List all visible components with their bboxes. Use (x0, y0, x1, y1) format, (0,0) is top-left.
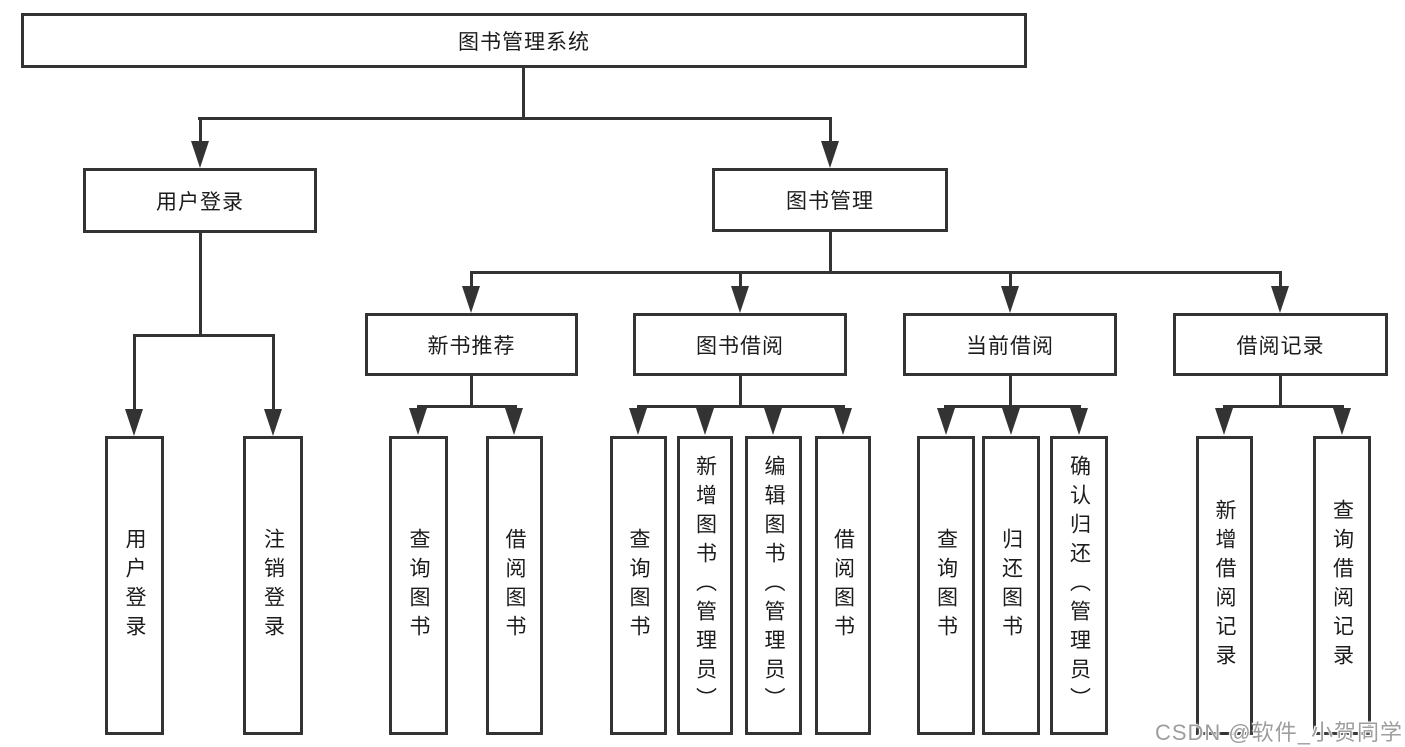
node-user-login-leaf: 用户登录 (105, 436, 164, 735)
arrow-to-user-login (191, 141, 209, 168)
arrow-to-current-borrowing (1001, 286, 1019, 313)
node-label: 用户登录 (123, 527, 146, 644)
node-edit-books-admin: 编辑图书（管理员） (745, 436, 802, 735)
node-label: 查询借阅记录 (1330, 498, 1354, 673)
node-logout: 注销登录 (243, 436, 303, 735)
connector-stub-currentborrow (1009, 271, 1012, 293)
connector-newbook-vline (470, 375, 473, 408)
connector-userlogin-vline (199, 233, 202, 337)
connector-root-hline (198, 117, 832, 120)
arrow-to-new-book-recommend (462, 286, 480, 313)
node-add-books-admin: 新增图书（管理员） (677, 436, 733, 735)
node-book-borrowing: 图书借阅 (633, 313, 847, 376)
arrow-to-borrow-books-1 (505, 408, 523, 435)
connector-borrowrecord-vline (1279, 375, 1282, 408)
connector-borrowrecord-hline (1223, 405, 1344, 408)
connector-bookmgmt-vline (829, 230, 832, 274)
arrow-to-query-books-1 (409, 408, 427, 435)
connector-root-stub-right (829, 117, 832, 147)
node-new-book-recommend: 新书推荐 (365, 313, 578, 376)
connector-root-stub-left (199, 117, 202, 147)
node-query-borrow-record: 查询借阅记录 (1313, 436, 1371, 735)
connector-stub-borrowrecord (1279, 271, 1282, 293)
connector-root-vline (522, 66, 525, 119)
connector-stub-bookborrow (739, 271, 742, 293)
arrow-to-logout (264, 409, 282, 436)
arrow-to-user-login-leaf (125, 409, 143, 436)
connector-currentborrow-vline (1009, 375, 1012, 408)
arrow-to-query-borrow-record (1333, 408, 1351, 435)
connector-bookborrow-hline (637, 405, 845, 408)
arrow-to-book-management (821, 141, 839, 168)
node-label: 确认归还（管理员） (1067, 455, 1091, 716)
arrow-to-book-borrowing (731, 286, 749, 313)
arrow-to-add-borrow-record (1215, 408, 1233, 435)
node-query-books-1: 查询图书 (389, 436, 448, 735)
node-label: 图书管理 (786, 190, 874, 213)
arrow-to-borrow-books-2 (834, 408, 852, 435)
connector-stub-newbook (470, 271, 473, 293)
node-confirm-return-admin: 确认归还（管理员） (1050, 436, 1108, 735)
node-current-borrowing: 当前借阅 (903, 313, 1117, 376)
node-label: 用户登录 (156, 190, 244, 214)
node-borrowing-records: 借阅记录 (1173, 313, 1388, 376)
node-label: 借阅图书 (831, 527, 855, 644)
node-label: 借阅图书 (503, 527, 526, 644)
node-label: 新增借阅记录 (1213, 498, 1236, 673)
node-label: 归还图书 (999, 527, 1023, 644)
node-borrow-books-1: 借阅图书 (486, 436, 543, 735)
node-borrow-books-2: 借阅图书 (815, 436, 871, 735)
arrow-to-confirm-return-admin (1070, 408, 1088, 435)
node-label: 当前借阅 (966, 334, 1054, 358)
node-label: 图书借阅 (696, 334, 784, 358)
arrow-to-query-books-2 (629, 408, 647, 435)
connector-newbook-hline (417, 405, 517, 408)
arrow-to-borrowing-records (1271, 286, 1289, 313)
node-label: 查询图书 (627, 527, 650, 644)
node-book-management: 图书管理 (712, 168, 948, 232)
connector-bookborrow-vline (739, 375, 742, 408)
connector-bookmgmt-hline (470, 271, 1282, 274)
node-label: 注销登录 (261, 527, 285, 644)
node-label: 新书推荐 (427, 334, 516, 358)
node-add-borrow-record: 新增借阅记录 (1196, 436, 1253, 735)
node-query-books-3: 查询图书 (917, 436, 975, 735)
node-return-books: 归还图书 (982, 436, 1040, 735)
node-root: 图书管理系统 (21, 13, 1027, 68)
connector-currentborrow-hline (944, 405, 1081, 408)
arrow-to-query-books-3 (937, 408, 955, 435)
csdn-watermark: CSDN @软件_小贺同学 (1154, 720, 1403, 745)
connector-userlogin-hline (133, 334, 275, 337)
arrow-to-edit-books-admin (764, 408, 782, 435)
node-label: 借阅记录 (1236, 334, 1325, 358)
node-label: 图书管理系统 (458, 30, 590, 54)
node-user-login: 用户登录 (83, 168, 317, 233)
node-query-books-2: 查询图书 (610, 436, 667, 735)
arrow-to-add-books-admin (696, 408, 714, 435)
node-label: 新增图书（管理员） (693, 455, 717, 716)
arrow-to-return-books (1002, 408, 1020, 435)
node-label: 查询图书 (407, 527, 430, 644)
connector-userlogin-stub-left (133, 334, 136, 412)
connector-userlogin-stub-right (272, 334, 275, 412)
node-label: 查询图书 (934, 527, 958, 644)
node-label: 编辑图书（管理员） (762, 455, 785, 716)
